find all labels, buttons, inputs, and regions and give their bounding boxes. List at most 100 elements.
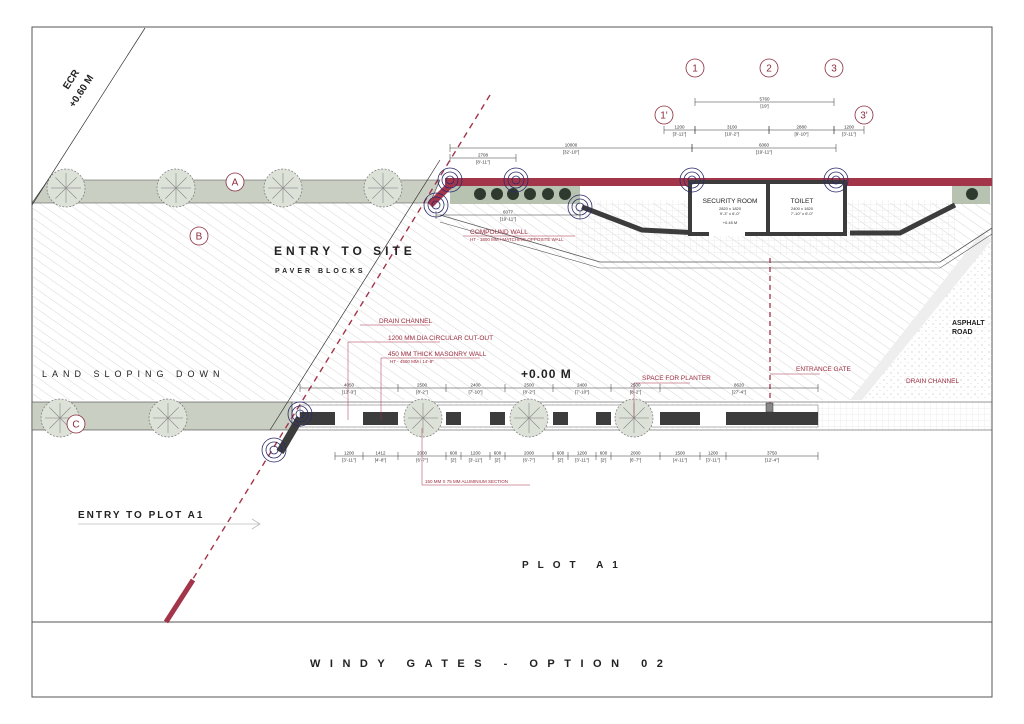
dimension-value: 3750 xyxy=(767,451,778,456)
grid-marker-2: 2 xyxy=(759,58,779,78)
plot-label: PLOT A1 xyxy=(522,560,627,571)
dimension-imperial: [3'-11"] xyxy=(706,458,720,463)
asphalt-road-label: ASPHALT xyxy=(952,320,985,327)
masonry-wall-segment xyxy=(490,412,505,425)
land-sloping-label: LAND SLOPING DOWN xyxy=(42,369,225,379)
grid-marker-1': 1' xyxy=(654,105,674,125)
masonry-wall-segments xyxy=(300,412,818,425)
column-ring-icon xyxy=(261,437,287,463)
dimension-imperial: [6'-7"] xyxy=(523,458,534,463)
dimension-value: 600 xyxy=(494,451,502,456)
room-security-size-mm: 2820 x 1820 xyxy=(719,206,742,211)
entrance-gate-post xyxy=(765,402,774,413)
room-security-size-ft: 9'-3" x 6'-0" xyxy=(720,211,741,216)
entry-axis-solid xyxy=(163,578,196,624)
leader-masonry xyxy=(380,357,480,420)
diagonal-guide xyxy=(269,159,441,431)
grid-marker-label: 3 xyxy=(831,64,837,75)
dimension-value: 2500 xyxy=(630,383,641,388)
dimension-value: 1200 xyxy=(708,451,719,456)
grid-marker-circle xyxy=(685,58,705,78)
dimension-imperial: [8'-11"] xyxy=(476,160,490,165)
dimension-imperial: [2'] xyxy=(558,458,564,463)
column-ring-icon xyxy=(287,401,313,427)
dimension-imperial: [6'-7"] xyxy=(630,458,641,463)
tree-icon xyxy=(46,168,86,208)
shrub-icon xyxy=(966,188,978,200)
dimension-imperial: [7'-10"] xyxy=(469,390,483,395)
grid-marker-3: 3 xyxy=(824,58,844,78)
grid-marker-circle xyxy=(654,105,674,125)
grid-marker-B: B xyxy=(189,226,209,246)
dimension-value: 2400 xyxy=(577,383,588,388)
security-building xyxy=(688,180,847,236)
dimension-value: 2500 xyxy=(417,383,428,388)
shrub-icon xyxy=(491,188,503,200)
dimension-value: 2500 xyxy=(524,383,535,388)
note-masonry-wall: 450 MM THICK MASONRY WALL xyxy=(388,351,487,358)
dimension-value: 2400 xyxy=(470,383,481,388)
masonry-wall-segment xyxy=(726,412,818,425)
dimension-imperial: [19'-11"] xyxy=(500,217,516,222)
dimension-value: 8620 xyxy=(734,383,745,388)
trees xyxy=(40,168,978,438)
dimension-value: 1200 xyxy=(674,125,685,130)
dimension-imperial: [3'-11"] xyxy=(673,132,687,137)
tree-icon xyxy=(363,168,403,208)
entry-to-site-label: ENTRY TO SITE xyxy=(274,244,416,258)
shrub-icon xyxy=(542,188,554,200)
dimension-value: 2708 xyxy=(478,153,489,158)
grid-marker-label: 2 xyxy=(766,64,772,75)
entry-to-plot-arrowhead xyxy=(251,518,261,530)
dimension-value: 6077 xyxy=(503,210,514,215)
angled-wall-right xyxy=(850,202,957,236)
grid-marker-A: A xyxy=(225,172,245,192)
grid-marker-circle xyxy=(759,58,779,78)
ecr-boundary-line xyxy=(31,27,146,206)
note-entrance-gate: ENTRANCE GATE xyxy=(796,366,851,373)
dimension-value: 1500 xyxy=(675,451,686,456)
grid-marker-C: C xyxy=(66,414,86,434)
masonry-wall-segment xyxy=(596,412,611,425)
drain-channel-strip xyxy=(850,232,992,400)
grid-marker-label: 1 xyxy=(692,64,698,75)
shrub-icon xyxy=(524,188,536,200)
column-markers xyxy=(261,167,849,463)
dimension-value: 4050 xyxy=(344,383,355,388)
dimension-imperial: [2'] xyxy=(495,458,501,463)
grid-marker-circle xyxy=(66,414,86,434)
tree-icon xyxy=(148,398,188,438)
dimension-value: 10000 xyxy=(565,143,578,148)
grid-marker-label: A xyxy=(232,178,239,189)
note-aluminium-section: 150 MM X 75 MM ALUMINIUM SECTION xyxy=(425,479,508,484)
note-compound-wall: COMPOUND WALL xyxy=(470,229,528,236)
tree-icon xyxy=(509,398,549,438)
dimension-imperial: [10'-2"] xyxy=(725,132,739,137)
column-ring-icon xyxy=(823,167,849,193)
angled-wall-left xyxy=(581,204,701,236)
dimension-imperial: [19'] xyxy=(760,104,768,109)
note-masonry-wall-sub: HT - 4500 MM / 14'-8" xyxy=(390,359,434,364)
grid-marker-label: 1' xyxy=(660,111,668,122)
asphalt-road-label-2: ROAD xyxy=(952,329,973,336)
tree-icon xyxy=(403,398,443,438)
leader-cutout xyxy=(347,341,440,420)
room-toilet-size-mm: 2400 x 1820 xyxy=(791,206,814,211)
dimension-value: 1200 xyxy=(344,451,355,456)
dimension-imperial: [8'-2"] xyxy=(630,390,641,395)
note-circular-cutout: 1200 MM DIA CIRCULAR CUT-OUT xyxy=(388,335,493,342)
note-drain-channel-2: DRAIN CHANNEL xyxy=(906,378,959,385)
note-space-for-planter: SPACE FOR PLANTER xyxy=(642,375,711,382)
masonry-wall-segment xyxy=(446,412,461,425)
tree-icon xyxy=(263,168,303,208)
dimension-value: 5760 xyxy=(759,97,770,102)
room-toilet-name: TOILET xyxy=(791,198,814,205)
room-security-level: +0.45 M xyxy=(723,220,738,225)
dimension-imperial: [3'-11"] xyxy=(842,132,856,137)
grid-marker-circle xyxy=(225,172,245,192)
dimension-value: 1412 xyxy=(375,451,386,456)
grid-marker-label: C xyxy=(72,420,79,431)
dimension-value: 2000 xyxy=(524,451,535,456)
dimension-imperial: [4'-8"] xyxy=(375,458,386,463)
